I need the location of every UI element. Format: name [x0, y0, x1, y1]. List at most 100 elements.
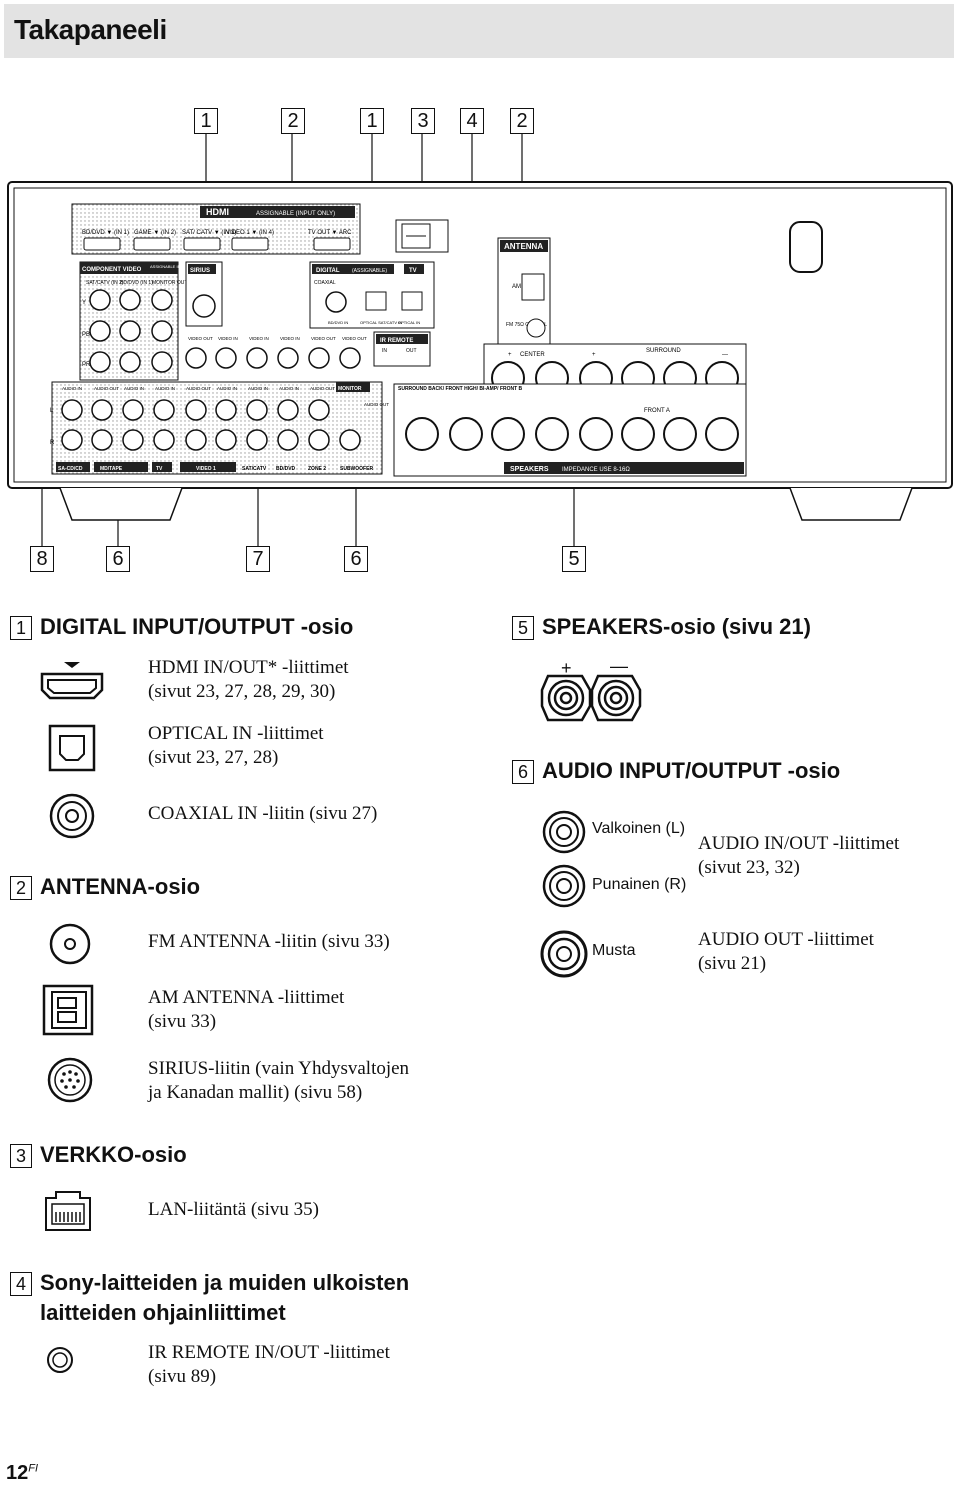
section-digital-io-heading: 1 DIGITAL INPUT/OUTPUT -osio — [10, 614, 354, 641]
svg-text:ANTENNA: ANTENNA — [504, 242, 543, 251]
callout-bottom-6b: 6 — [344, 546, 368, 572]
svg-text:ASSIGNABLE (INPUT ONLY): ASSIGNABLE (INPUT ONLY) — [256, 211, 335, 217]
callout-top-4: 3 — [411, 108, 435, 134]
svg-text:AUDIO IN: AUDIO IN — [155, 386, 175, 391]
svg-text:—: — — [722, 352, 728, 358]
svg-text:MD/TAPE: MD/TAPE — [100, 466, 123, 472]
title-bar: Takapaneeli — [4, 4, 954, 58]
optical-port-icon — [48, 724, 96, 772]
svg-text:L: L — [50, 408, 54, 414]
fm-antenna-jack-icon — [49, 923, 91, 965]
coaxial-jack-icon — [49, 793, 95, 839]
page-title: Takapaneeli — [14, 14, 167, 45]
section-title: SPEAKERS-osio (sivu 21) — [542, 614, 811, 639]
speaker-minus-label: — — [610, 656, 628, 676]
section-number: 6 — [512, 760, 534, 785]
speaker-terminal-icon — [540, 674, 642, 722]
ir-remote-description: IR REMOTE IN/OUT -liittimet(sivu 89) — [148, 1342, 390, 1387]
svg-text:AUDIO OUT: AUDIO OUT — [94, 386, 119, 391]
section-audio-io-heading: 6 AUDIO INPUT/OUTPUT -osio — [512, 758, 841, 785]
section-title-line1: Sony-laitteiden ja muiden ulkoisten — [40, 1270, 410, 1295]
svg-text:BD/DVD: BD/DVD — [276, 466, 296, 472]
video-labels: VIDEO OUT VIDEO IN VIDEO IN VIDEO IN VID… — [188, 336, 367, 341]
svg-text:VIDEO IN: VIDEO IN — [280, 336, 300, 341]
callout-top-1: 1 — [194, 108, 218, 134]
svg-text:ASSIGNABLE INPUT ONLY: ASSIGNABLE INPUT ONLY — [150, 264, 200, 269]
callout-bottom-5: 5 — [562, 546, 586, 572]
red-audio-jack-icon — [542, 864, 586, 908]
coaxial-description: COAXIAL IN -liitin (sivu 27) — [148, 803, 378, 824]
callout-top-5: 4 — [460, 108, 484, 134]
svg-text:OPTICAL IN: OPTICAL IN — [398, 320, 420, 325]
section-title: VERKKO-osio — [40, 1142, 187, 1167]
speaker-plus-label: + — [561, 658, 572, 678]
section-control-heading: 4 Sony-laitteiden ja muiden ulkoisten lai… — [10, 1268, 409, 1328]
svg-text:AUDIO OUT: AUDIO OUT — [186, 386, 211, 391]
section-number: 1 — [10, 616, 32, 641]
svg-text:AUDIO IN: AUDIO IN — [62, 386, 82, 391]
svg-text:VIDEO 1: VIDEO 1 — [196, 466, 216, 472]
hdmi-port-row: BD/DVD ▼ (IN 1) GAME ▼ (IN 2) SAT/ CATV … — [82, 230, 352, 251]
svg-text:IR REMOTE: IR REMOTE — [380, 338, 413, 344]
lan-port-icon — [45, 1191, 91, 1231]
svg-text:FM 75Ω COAXIAL: FM 75Ω COAXIAL — [506, 322, 547, 328]
svg-text:BD/DVD IN: BD/DVD IN — [328, 320, 348, 325]
svg-text:SUBWOOFER: SUBWOOFER — [340, 466, 373, 472]
svg-text:VIDEO IN: VIDEO IN — [249, 336, 269, 341]
svg-text:VIDEO OUT: VIDEO OUT — [311, 336, 336, 341]
svg-text:AUDIO OUT: AUDIO OUT — [310, 386, 335, 391]
hdmi-description: HDMI IN/OUT* -liittimet(sivut 23, 27, 28… — [148, 657, 349, 702]
svg-text:IMPEDANCE USE 8-16Ω: IMPEDANCE USE 8-16Ω — [562, 467, 630, 473]
section-title: ANTENNA-osio — [40, 874, 201, 899]
fm-antenna-description: FM ANTENNA -liitin (sivu 33) — [148, 931, 390, 952]
hdmi-port-icon — [40, 662, 104, 700]
svg-text:SAT/CATV (IN 2): SAT/CATV (IN 2) — [86, 280, 124, 286]
svg-text:BD/DVD ▼ (IN 1): BD/DVD ▼ (IN 1) — [82, 230, 129, 236]
svg-text:+: + — [508, 352, 512, 358]
svg-text:AUDIO IN: AUDIO IN — [248, 386, 268, 391]
svg-text:VIDEO IN: VIDEO IN — [218, 336, 238, 341]
callout-bottom-7: 7 — [246, 546, 270, 572]
white-left-label: Valkoinen (L) — [592, 820, 686, 837]
svg-text:GAME ▼ (IN 2): GAME ▼ (IN 2) — [134, 230, 176, 236]
svg-text:COMPONENT VIDEO: COMPONENT VIDEO — [82, 267, 142, 273]
section-number: 4 — [10, 1272, 32, 1297]
svg-text:SURROUND: SURROUND — [646, 348, 681, 354]
svg-text:VIDEO OUT: VIDEO OUT — [342, 336, 367, 341]
callout-bottom-6a: 6 — [106, 546, 130, 572]
section-network-heading: 3 VERKKO-osio — [10, 1142, 187, 1169]
optical-description: OPTICAL IN -liittimet(sivut 23, 27, 28) — [148, 723, 324, 768]
section-title-line2: laitteiden ohjainliittimet — [40, 1300, 286, 1325]
section-number: 3 — [10, 1144, 32, 1169]
svg-text:COAXIAL: COAXIAL — [314, 280, 336, 286]
svg-text:+: + — [592, 352, 596, 358]
svg-text:FRONT A: FRONT A — [644, 408, 670, 414]
svg-text:SAT/ CATV ▼ (IN 3): SAT/ CATV ▼ (IN 3) — [182, 230, 236, 236]
black-label: Musta — [592, 942, 636, 959]
audio-io-description: AUDIO IN/OUT -liittimet(sivut 23, 32) — [698, 833, 900, 878]
svg-text:DIGITAL: DIGITAL — [316, 268, 340, 274]
section-number: 5 — [512, 616, 534, 641]
lan-description: LAN-liitäntä (sivu 35) — [148, 1199, 319, 1220]
svg-text:SPEAKERS: SPEAKERS — [510, 466, 549, 473]
section-title: DIGITAL INPUT/OUTPUT -osio — [40, 614, 354, 639]
svg-text:AUDIO OUT: AUDIO OUT — [364, 402, 389, 407]
svg-text:AUDIO IN: AUDIO IN — [217, 386, 237, 391]
callout-top-2: 2 — [281, 108, 305, 134]
svg-text:AUDIO IN: AUDIO IN — [124, 386, 144, 391]
svg-text:SA-CD/CD: SA-CD/CD — [58, 466, 83, 472]
sirius-connector-icon — [47, 1057, 93, 1103]
section-speakers-heading: 5 SPEAKERS-osio (sivu 21) — [512, 614, 811, 641]
section-number: 2 — [10, 876, 32, 901]
svg-text:TV: TV — [156, 466, 163, 472]
svg-text:OPTICAL SAT/CATV IN: OPTICAL SAT/CATV IN — [360, 320, 402, 325]
svg-text:(ASSIGNABLE): (ASSIGNABLE) — [352, 268, 387, 274]
svg-text:VIDEO 1 ▼ (IN 4): VIDEO 1 ▼ (IN 4) — [226, 230, 274, 236]
svg-text:R: R — [50, 440, 55, 446]
svg-text:TV OUT ▼ ARC: TV OUT ▼ ARC — [308, 230, 352, 236]
section-title: AUDIO INPUT/OUTPUT -osio — [542, 758, 841, 783]
svg-text:SAT/CATV: SAT/CATV — [242, 466, 267, 472]
svg-text:BD/DVD (IN 1): BD/DVD (IN 1) — [120, 280, 153, 286]
svg-text:PR: PR — [82, 362, 91, 368]
callout-top-6: 2 — [510, 108, 534, 134]
